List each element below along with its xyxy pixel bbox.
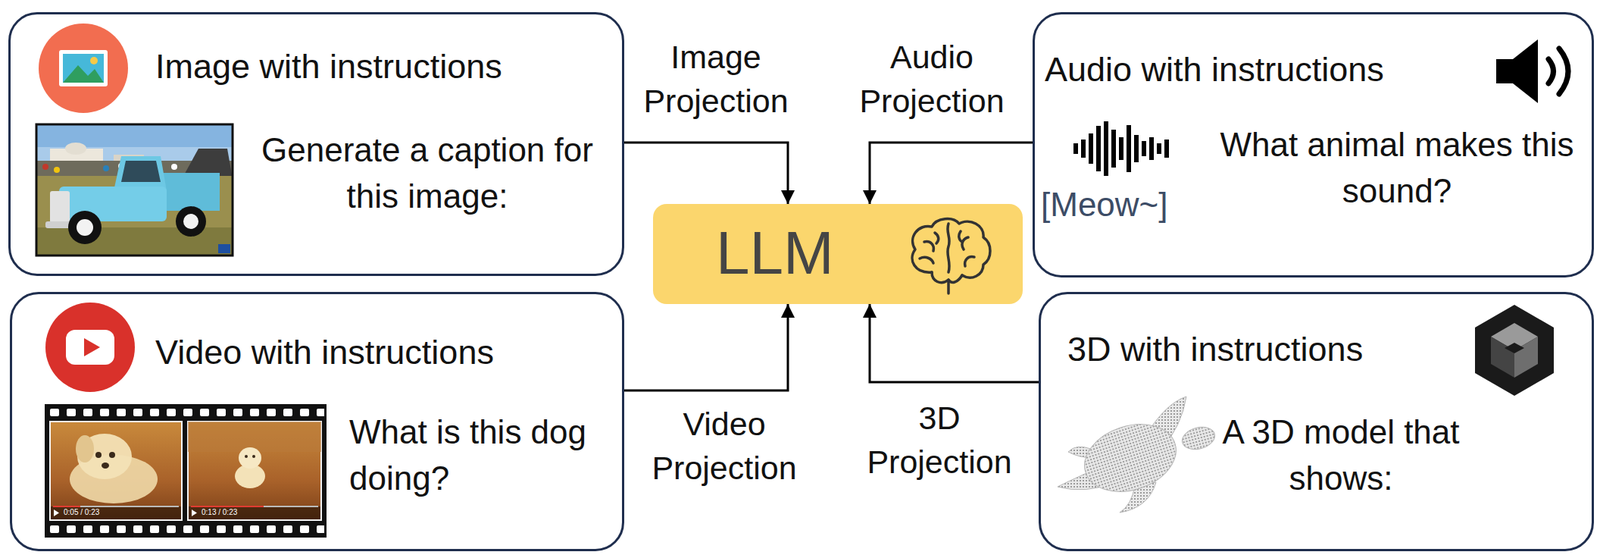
panel-heading: Image with instructions [155,46,595,88]
instruction-text: Generate a caption for this image: [242,127,613,219]
panel-heading: Audio with instructions [1044,49,1485,91]
arrow-connector [624,303,788,391]
arrow-connector [624,142,788,204]
input-panel: Video with instructionsWhat is this dog … [9,291,625,551]
arrow-connector [869,142,1033,204]
video-icon [45,302,135,392]
panel-heading: Video with instructions [155,331,595,373]
projection-label: Video Projection [633,401,816,490]
instruction-text: What animal makes this sound? [1209,121,1585,214]
llm-label: LLM [715,219,883,287]
video-timestamp: 0:13 / 0:23 [201,507,238,517]
input-panel: Image with instructionsGenerate a captio… [8,12,625,276]
arrow-connector [869,303,1039,382]
truck-photo [36,124,233,256]
instruction-text: What is this dog doing? [349,409,616,501]
projection-label: Image Projection [625,34,807,123]
llm-box: LLM [653,203,1023,304]
speaker-icon [1496,39,1569,104]
panel-heading: 3D with instructions [1067,328,1462,370]
input-panel: Audio with instructions [Meow~]What anima… [1032,12,1594,278]
input-panel: 3D with instructions A 3D model that show… [1038,291,1594,551]
image-icon [38,23,129,113]
sound-label: [Meow~] [1040,181,1216,229]
turtle-point-cloud [1057,396,1218,513]
sound-waveform [1073,121,1169,176]
video-filmstrip [44,403,327,538]
projection-label: Audio Projection [840,34,1023,123]
projection-label: 3D Projection [848,395,1031,484]
instruction-text: A 3D model that shows: [1206,409,1476,501]
video-timestamp: 0:05 / 0:23 [63,507,100,517]
cube-icon [1475,304,1554,396]
brain-icon [901,214,996,297]
